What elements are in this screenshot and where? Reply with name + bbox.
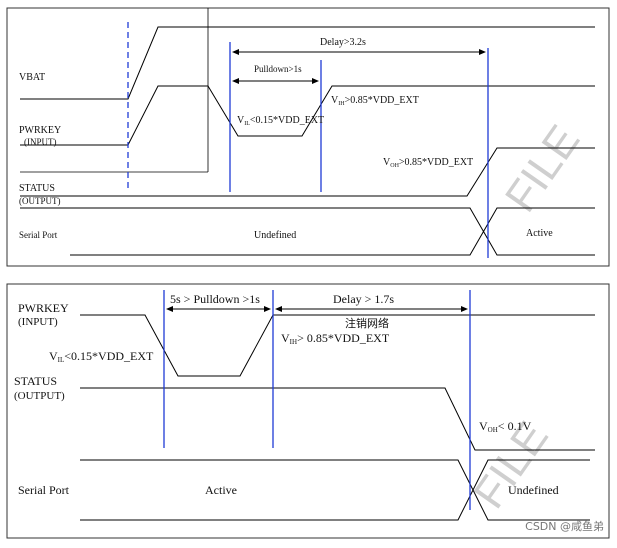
bottom-status-wave [80, 387, 595, 451]
bottom-serial-label: Serial Port [18, 483, 70, 497]
top-state-active: Active [526, 228, 553, 239]
top-watermark: FILE [496, 117, 589, 221]
top-voh-label: VOH>0.85*VDD_EXT [383, 157, 473, 169]
top-vbat-wave [20, 26, 595, 100]
top-serial-label: Serial Port [19, 230, 58, 240]
bottom-status-label: STATUS [14, 374, 57, 388]
bottom-vih-label: VIH> 0.85*VDD_EXT [281, 331, 390, 346]
bottom-status-sub: (OUTPUT) [14, 390, 65, 402]
top-panel-frame [6, 7, 610, 267]
bottom-pwrkey-sub: (INPUT) [18, 316, 58, 328]
top-vil-label: VIL<0.15*VDD_EXT [237, 115, 324, 127]
bottom-delay-label: Delay > 1.7s [333, 292, 394, 306]
top-vih-label: VIH>0.85*VDD_EXT [331, 95, 419, 107]
top-status-label: STATUS [19, 183, 55, 194]
top-serial-bus-b [70, 207, 595, 256]
top-pulldown-label: Pulldown>1s [254, 64, 302, 74]
bottom-pwrkey-label: PWRKEY [18, 301, 69, 315]
bottom-panel: FILE 5s > Pulldown >1s Delay > 1.7s 注销网络… [6, 283, 610, 539]
bottom-state-undefined: Undefined [508, 483, 559, 497]
bottom-panel-frame [6, 283, 610, 539]
bottom-vil-label: VIL<0.15*VDD_EXT [49, 349, 154, 364]
bottom-voh-label: VOH< 0.1V [479, 419, 532, 434]
top-serial-bus-a [20, 207, 595, 256]
top-status-sub: (OUTPUT) [19, 196, 61, 206]
top-delay-label: Delay>3.2s [320, 37, 366, 48]
top-pwrkey-label: PWRKEY [19, 125, 61, 136]
credit-watermark: CSDN @咸鱼弟 [525, 519, 604, 533]
top-vbat-label: VBAT [19, 72, 45, 83]
bottom-cn-watermark: 注销网络 [345, 316, 389, 330]
bottom-pulldown-label: 5s > Pulldown >1s [170, 292, 260, 306]
bottom-pwrkey-wave [80, 314, 595, 377]
bottom-serial-bus-b [80, 459, 590, 521]
bottom-state-active: Active [205, 483, 237, 497]
top-pwrkey-sub: (INPUT) [24, 137, 57, 147]
top-status-wave [20, 147, 595, 197]
top-state-undefined: Undefined [254, 230, 296, 241]
top-panel: FILE Delay>3.2s Pulldown>1s VBAT PWRKEY … [6, 7, 610, 267]
top-pwrkey-wave [20, 85, 595, 146]
